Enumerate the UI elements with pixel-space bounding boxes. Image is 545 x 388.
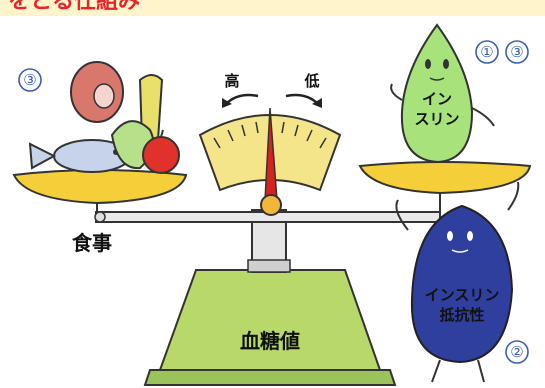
scale-beam: [94, 211, 441, 223]
direction-high-label: 高: [224, 72, 239, 90]
insulin-resistance-character: インスリン 抵抗性: [395, 181, 520, 383]
scale-dial: [198, 107, 342, 216]
marker-3-insulin: ③: [510, 43, 523, 61]
resistance-label-line1: インスリン: [425, 286, 500, 304]
header-title-fragment: をとる仕組み: [8, 0, 140, 14]
scale-base: [143, 209, 397, 386]
right-pan: [358, 161, 532, 212]
header-banner: [0, 0, 545, 16]
food-marker-circle: [18, 68, 42, 92]
marker-3-food: ③: [23, 71, 36, 89]
insulin-drop-character: イン スリン: [390, 23, 495, 164]
food-pile: [28, 61, 180, 174]
marker-1: ①: [480, 43, 493, 61]
left-pan-label-meal: 食事: [72, 231, 112, 255]
insulin-markers: ① ③: [475, 40, 529, 64]
marker-2: ②: [510, 343, 523, 361]
arrow-low-icon: [285, 93, 319, 105]
arrow-high-icon: [225, 93, 259, 105]
apple-icon: [142, 136, 180, 174]
left-pan: [12, 169, 188, 212]
insulin-label-line1: イン: [422, 90, 452, 108]
insulin-label-line2: スリン: [414, 110, 459, 128]
resistance-marker-circle: [505, 340, 529, 364]
direction-low-label: 低: [303, 72, 319, 90]
base-label-blood-sugar: 血糖値: [240, 329, 300, 353]
resistance-label-line2: 抵抗性: [439, 306, 484, 324]
